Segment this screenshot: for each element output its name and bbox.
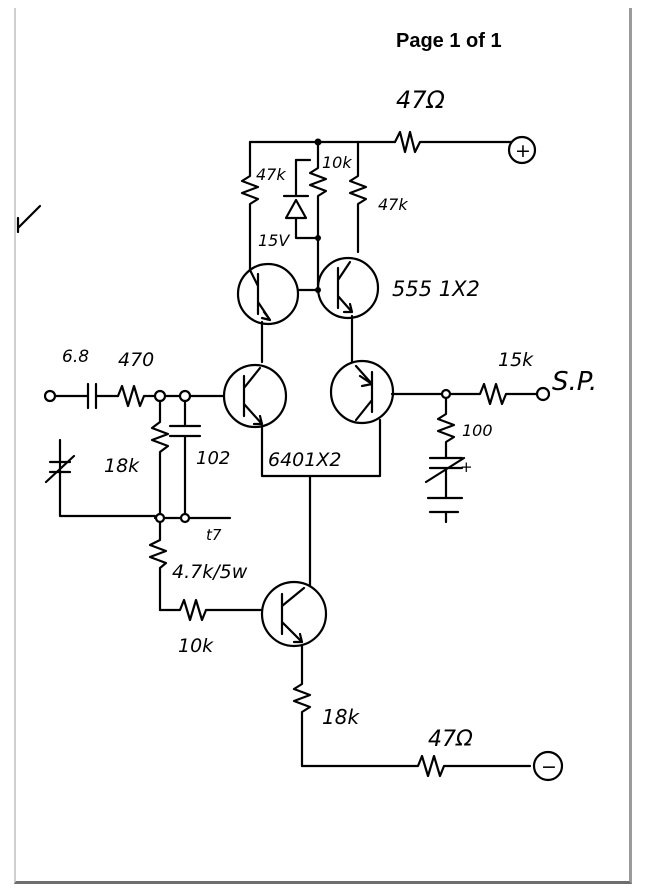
minus-terminal-icon	[532, 750, 564, 782]
transistor-top-right	[316, 256, 380, 320]
pot-resistor: 10k	[294, 140, 352, 241]
bias-resistor-right-label: 47k	[378, 195, 408, 214]
input-resistor-label: 470	[118, 349, 154, 371]
page-label: Page 1 of 1	[396, 30, 502, 52]
node-ring	[179, 512, 191, 524]
minus-terminal-label: −	[541, 756, 557, 778]
trimmer-left	[44, 438, 157, 518]
zobel-network: 100 +	[424, 396, 493, 524]
emitter-resistor-18k: 18k	[292, 644, 360, 768]
page-border	[14, 8, 632, 884]
top-supply-rail: + 47Ω	[248, 86, 537, 165]
plus-terminal-label: +	[515, 140, 531, 162]
c100-plus-mark: +	[460, 458, 473, 476]
left-bias-network: 18k 102	[104, 399, 230, 520]
input-stage: 6.8 470	[43, 347, 226, 410]
top-supply-resistor-label: 47Ω	[396, 86, 446, 114]
bias-resistor-right: 47k	[348, 140, 408, 254]
plus-terminal-icon	[507, 135, 537, 165]
resistor-4k7: 4.7k/5w	[148, 520, 248, 612]
node-ring	[154, 512, 166, 524]
input-cap-label: 6.8	[62, 347, 89, 367]
speaker-terminal-icon	[535, 386, 551, 402]
mid-pair-label: 6401X2	[268, 449, 341, 471]
output-resistor-label: 15k	[498, 349, 534, 371]
resistor-4k7-label: 4.7k/5w	[172, 561, 248, 583]
base-resistor-10k: 10k	[158, 598, 264, 657]
left-18k-label: 18k	[104, 455, 140, 477]
bias-resistor-left-label: 47k	[256, 165, 286, 184]
transistor-bottom	[260, 580, 328, 648]
bottom-supply-resistor-label: 47Ω	[428, 727, 473, 752]
c100-label: 100	[462, 421, 493, 440]
cap-102-label: 102	[196, 448, 230, 469]
margin-mark	[16, 204, 42, 234]
input-terminal-icon	[43, 389, 57, 403]
bias-resistor-left: 47k	[240, 140, 286, 274]
zener-diode: 15V	[258, 158, 320, 250]
base-resistor-10k-label: 10k	[178, 635, 214, 657]
emitter-resistor-18k-label: 18k	[322, 705, 360, 729]
transistor-mid-right	[329, 359, 395, 425]
junction-dot	[315, 287, 321, 293]
output-stage: 15k S.P.	[390, 349, 597, 406]
zener-diode-label: 15V	[258, 231, 290, 250]
node-ring	[440, 388, 452, 400]
speaker-label: S.P.	[552, 367, 597, 397]
bottom-supply-rail: − 47Ω	[300, 727, 564, 782]
emitter-join-wire	[260, 418, 382, 590]
transistor-top-left	[236, 262, 300, 326]
pot-resistor-label: 10k	[322, 153, 352, 172]
transistor-mid-left	[222, 363, 288, 429]
top-pair-label: 555 1X2	[392, 277, 480, 301]
t7-mark: t7	[206, 526, 222, 544]
base-link-wire	[296, 236, 320, 292]
collector-wires	[260, 314, 354, 364]
